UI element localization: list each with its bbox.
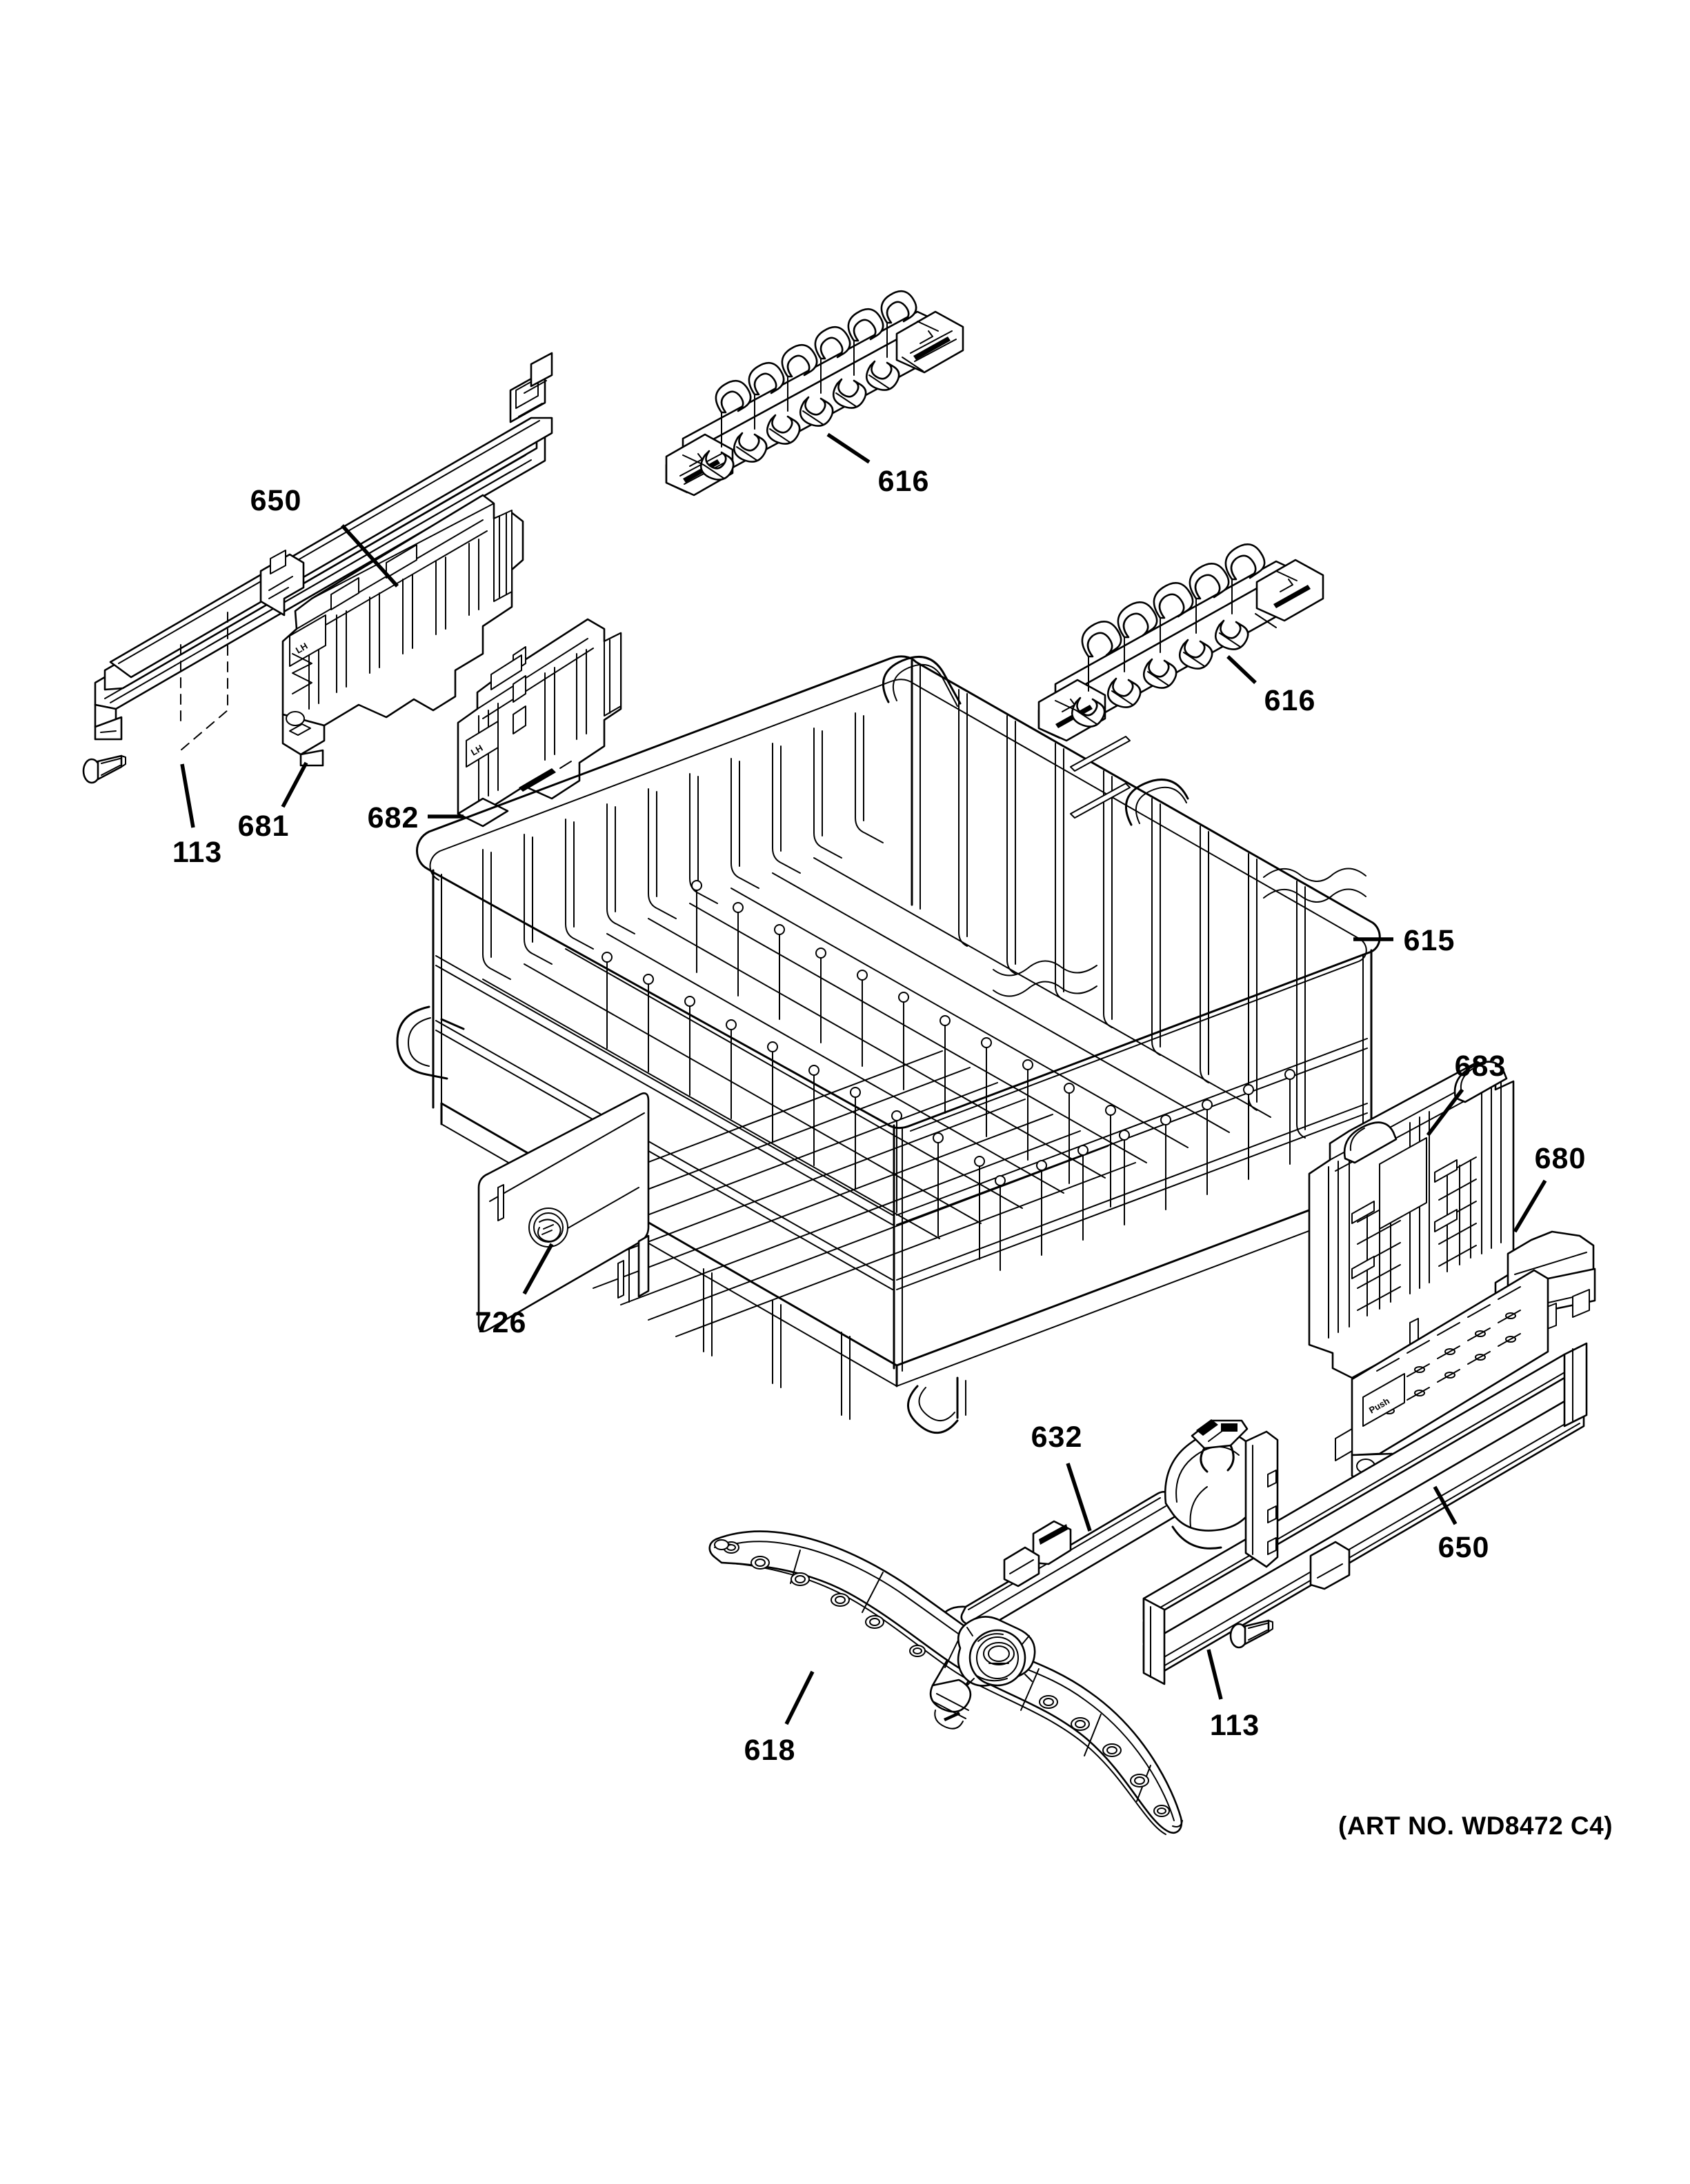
part-nameplate-726 [477, 1092, 650, 1332]
callout-681: 681 [238, 810, 290, 843]
part-tine-row-616-right [1037, 543, 1324, 742]
part-screw-113-left [82, 754, 126, 784]
leader-lines [180, 432, 1547, 1725]
callout-632: 632 [1031, 1421, 1083, 1454]
callout-113-right: 113 [1210, 1709, 1260, 1742]
callout-726: 726 [475, 1306, 527, 1339]
callout-650-left: 650 [250, 484, 302, 517]
part-tine-row-616-top [665, 290, 964, 497]
part-screw-113-right [1229, 1619, 1273, 1649]
part-adjuster-681: LH [281, 494, 524, 767]
part-rail-left-650 [94, 352, 553, 751]
callout-615: 615 [1404, 924, 1455, 957]
part-spray-arm-618 [708, 1530, 1183, 1835]
callout-680: 680 [1535, 1142, 1587, 1175]
callout-682: 682 [368, 801, 419, 834]
callout-683: 683 [1455, 1050, 1507, 1083]
art-number-label: (ART NO. WD8472 C4) [1338, 1812, 1613, 1840]
part-glide-panel-683 [1308, 1061, 1515, 1379]
callout-618: 618 [744, 1734, 796, 1767]
callout-616-right: 616 [1264, 684, 1316, 717]
callout-616-top: 616 [878, 465, 930, 498]
callout-113-left: 113 [172, 836, 222, 869]
callout-labels: 650 616 616 681 682 113 615 683 680 726 … [172, 465, 1587, 1767]
callout-650-right: 650 [1438, 1531, 1490, 1564]
